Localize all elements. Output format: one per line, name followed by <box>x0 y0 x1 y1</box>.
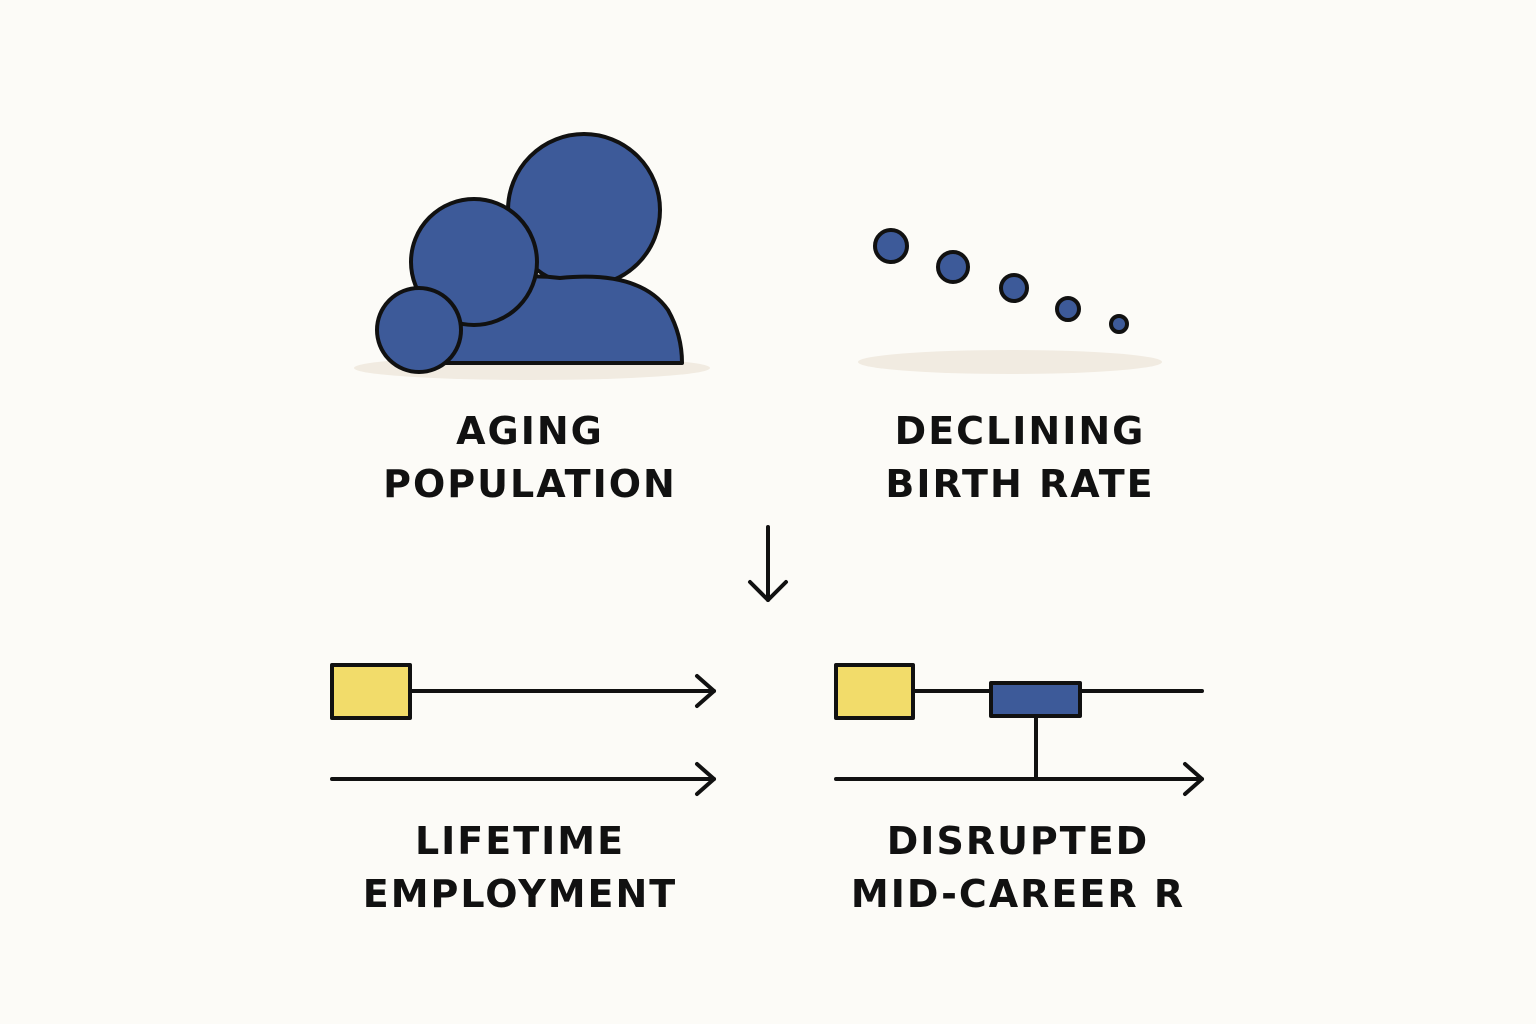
lifetime-employment-line-2: EMPLOYMENT <box>362 872 678 916</box>
disrupted-mid-career-line-2: MID-CAREER R <box>850 872 1186 916</box>
disrupted-mid-career-block <box>989 681 1082 718</box>
birth-dot-4 <box>1055 296 1081 322</box>
aging-population-label: AGING POPULATION <box>330 405 730 511</box>
disrupted-bottom-arrowhead <box>1183 762 1204 796</box>
aging-population-line-2: POPULATION <box>383 462 677 506</box>
lifetime-bottom-arrowhead <box>695 762 716 796</box>
declining-birth-rate-label: DECLINING BIRTH RATE <box>820 405 1220 511</box>
arrow-down-icon <box>748 525 788 602</box>
lifetime-top-arrowhead <box>695 674 716 708</box>
declining-dots-icon <box>858 228 1162 374</box>
lifetime-job-block <box>330 663 412 720</box>
interrupted-timeline-icon <box>834 663 1204 796</box>
lifetime-employment-line-1: LIFETIME <box>414 819 626 863</box>
birth-dot-1 <box>873 228 909 264</box>
people-group-icon <box>354 132 710 380</box>
disrupted-first-job-block <box>834 663 915 720</box>
birth-ground-shadow <box>858 350 1162 374</box>
aging-population-line-1: AGING <box>456 409 604 453</box>
birth-dot-2 <box>936 250 970 284</box>
disrupted-mid-career-line-1: DISRUPTED <box>886 819 1150 863</box>
birth-dot-5 <box>1109 314 1129 334</box>
small-head <box>375 286 463 374</box>
single-track-timeline-icon <box>330 663 716 796</box>
declining-birth-rate-line-2: BIRTH RATE <box>885 462 1155 506</box>
birth-dot-3 <box>999 273 1029 303</box>
lifetime-employment-label: LIFETIME EMPLOYMENT <box>320 815 720 921</box>
declining-birth-rate-line-1: DECLINING <box>894 409 1146 453</box>
disrupted-mid-career-label: DISRUPTED MID-CAREER R <box>818 815 1218 921</box>
